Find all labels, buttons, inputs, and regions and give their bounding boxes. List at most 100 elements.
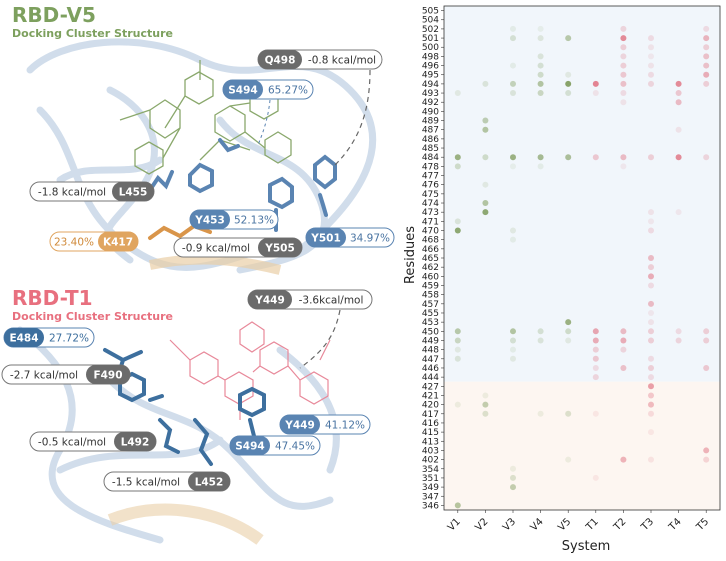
heatmap-point [510,90,516,97]
heatmap-point [620,456,627,463]
heatmap-point [592,355,599,362]
heatmap-point [675,80,682,87]
label-l492: L492 -0.5 kcal/mol [29,431,157,452]
y-tick-label: 417 [422,410,439,420]
heatmap-point [510,328,516,335]
heatmap-point [703,80,710,87]
heatmap-point [565,154,572,161]
heatmap-point [565,410,572,417]
heatmap-point [482,80,489,87]
heatmap-point [482,126,489,133]
heatmap-point [620,328,627,335]
heatmap-point [648,355,654,362]
svg-text:52.13%: 52.13% [234,215,274,227]
residue-heatmap: 5055045025015004984964954944934924904894… [403,5,721,554]
heatmap-point [482,117,489,124]
heatmap-point [648,44,654,51]
heatmap-point [648,309,654,316]
heatmap-point [703,447,710,454]
y-tick-label: 474 [422,199,439,209]
heatmap-point [620,163,627,170]
structure-illustration: RBD-V5 Docking Cluster Structure RBD-T1 … [1,3,395,545]
heatmap-point [565,90,572,97]
heatmap-point [454,346,461,353]
q498-leader [334,69,371,166]
heatmap-point [648,209,654,216]
heatmap-point [703,44,710,51]
y-tick-label: 453 [422,318,439,328]
heatmap-point [620,154,627,161]
label-y501: Y501 34.97% [305,227,395,248]
heatmap-point [620,25,627,32]
y-tick-label: 416 [422,419,439,429]
heatmap-point [703,25,710,32]
heatmap-point [537,53,544,60]
heatmap-point [510,25,516,32]
label-y505: Y505 -0.9 kcal/mol [173,237,303,258]
y-tick-label: 346 [422,501,439,511]
svg-text:41.12%: 41.12% [325,420,365,432]
heatmap-point [648,71,654,78]
heatmap-point [510,355,516,362]
y-tick-label: 486 [422,135,439,145]
y-axis-title: Residues [403,226,418,284]
heatmap-point [592,328,599,335]
heatmap-point [648,300,654,307]
heatmap-point [620,53,627,60]
heatmap-point [510,154,516,161]
heatmap-point [703,71,710,78]
y-tick-label: 475 [422,190,439,200]
y-tick-label: 347 [422,492,439,502]
heatmap-point [565,456,572,463]
y-tick-label: 351 [422,474,439,484]
panel-a-ribbon-orange [149,254,282,275]
heatmap-point [482,154,489,161]
heatmap-point [620,35,627,42]
heatmap-point [565,80,572,87]
svg-text:27.72%: 27.72% [49,333,89,345]
heatmap-point [537,35,544,42]
heatmap-point [648,392,654,399]
svg-text:-0.8 kcal/mol: -0.8 kcal/mol [308,55,376,67]
heatmap-point [537,90,544,97]
y-tick-label: 500 [422,43,439,53]
heatmap-point [703,53,710,60]
heatmap-point [703,35,710,42]
y-tick-label: 466 [422,245,439,255]
y-tick-label: 420 [422,401,439,411]
y-tick-label: 484 [422,153,439,163]
heatmap-point [648,337,654,344]
heatmap-point [648,227,654,234]
svg-text:-0.9 kcal/mol: -0.9 kcal/mol [182,243,250,255]
y-tick-label: 493 [422,89,439,99]
heatmap-point [620,90,627,97]
x-tick-label: T5 [694,516,711,533]
svg-text:-2.7 kcal/mol: -2.7 kcal/mol [10,370,78,382]
x-tick-label: T2 [611,516,628,533]
heatmap-point [648,255,654,261]
heatmap-point [648,53,654,60]
heatmap-point [620,346,627,353]
y-tick-label: 455 [422,309,439,319]
heatmap-point [592,410,599,417]
panel-b-subtitle: Docking Cluster Structure [12,310,173,323]
y-tick-label: 471 [422,217,439,227]
label-y453: Y453 52.13% [189,209,279,230]
y-tick-label: 403 [422,446,439,456]
y-tick-label: 478 [422,162,439,172]
svg-text:Y449: Y449 [254,295,285,307]
y449-leader [299,309,341,369]
heatmap-point [482,181,489,188]
heatmap-point [454,163,461,170]
panel-b-ribbon-orange [107,503,264,545]
svg-text:F490: F490 [93,370,122,382]
heatmap-point [592,474,599,481]
heatmap-point [703,154,710,161]
svg-text:23.40%: 23.40% [54,237,94,249]
heatmap-point [675,209,682,216]
y-tick-label: 487 [422,126,439,136]
label-s494-t1: S494 47.45% [229,435,321,456]
label-l452: L452 -1.5 kcal/mol [103,471,231,492]
s494-leader [257,99,271,146]
y-tick-label: 349 [422,483,439,493]
